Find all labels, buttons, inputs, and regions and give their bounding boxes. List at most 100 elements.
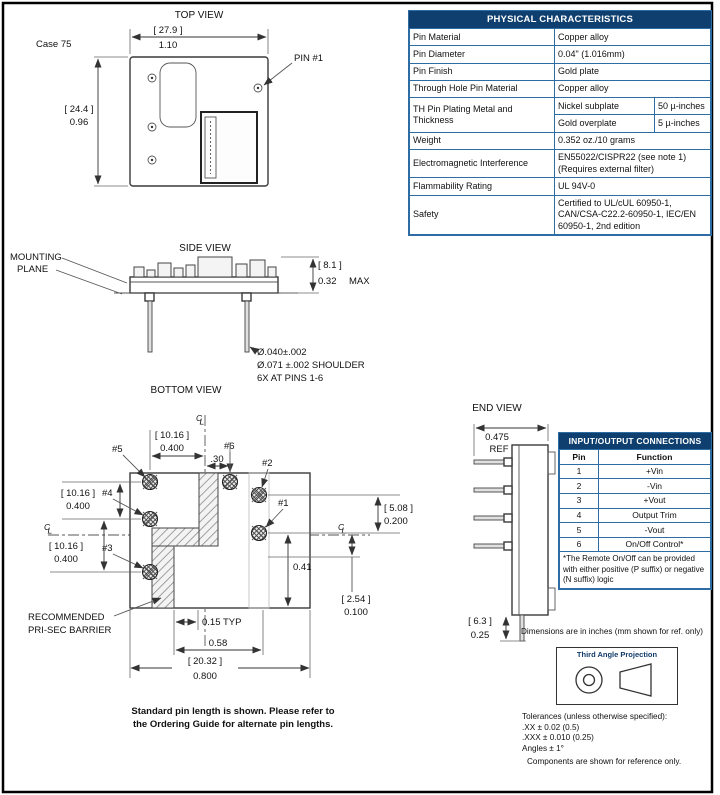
phys-label-weight: Weight xyxy=(409,131,555,150)
tolerances-block: Tolerances (unless otherwise specified):… xyxy=(522,712,667,755)
pin-length-note: Standard pin length is shown. Please ref… xyxy=(88,706,378,732)
top-view-height-in: 0.96 xyxy=(70,117,89,128)
physical-table-title: PHYSICAL CHARACTERISTICS xyxy=(409,11,711,28)
side-view-pins xyxy=(144,292,252,353)
io-pin-2: 2 xyxy=(559,478,599,494)
phys-label-th-pin-material: Through Hole Pin Material xyxy=(409,79,555,99)
pin-length-note-line1: Standard pin length is shown. Please ref… xyxy=(131,706,335,717)
top-view-component xyxy=(200,111,258,184)
table-row: 3+Vout xyxy=(559,492,711,509)
table-row: Gold overplate 5 µ-inches xyxy=(555,114,710,132)
tolerances-title: Tolerances (unless otherwise specified): xyxy=(522,712,668,721)
side-view-board xyxy=(129,276,279,294)
table-header-row: Pin Function xyxy=(559,449,711,465)
plating-metal-1: Nickel subplate xyxy=(555,98,655,116)
third-angle-projection-box: Third Angle Projection xyxy=(556,647,678,705)
table-row: Pin Material Copper alloy xyxy=(409,27,711,47)
top-view-cutout xyxy=(159,62,197,128)
table-row: 5-Vout xyxy=(559,522,711,538)
end-view-pins xyxy=(473,457,525,642)
table-row: Nickel subplate 50 µ-inches xyxy=(555,98,710,116)
end-view: END VIEW 0.475 REF [ 6.3 ] 0.25 xyxy=(468,403,556,642)
io-connections-table: INPUT/OUTPUT CONNECTIONS Pin Function 1+… xyxy=(558,432,712,590)
pin1-label-bottom: #1 xyxy=(278,498,289,509)
phys-value-plating: Nickel subplate 50 µ-inches Gold overpla… xyxy=(554,97,711,133)
io-fn-3: +Vout xyxy=(598,492,711,509)
phys-value-emi: EN55022/CISPR22 (see note 1) (Requires e… xyxy=(554,148,711,179)
table-row: 2-Vin xyxy=(559,478,711,494)
io-table-title: INPUT/OUTPUT CONNECTIONS xyxy=(559,433,711,449)
table-row: 1+Vin xyxy=(559,463,711,480)
phys-value-pin-diameter: 0.04" (1.016mm) xyxy=(554,45,711,64)
components-note: Components are shown for reference only. xyxy=(527,757,682,766)
centerline-symbol-top: C L xyxy=(196,413,205,427)
side-view-title: SIDE VIEW xyxy=(179,243,231,254)
pin6-label: #6 xyxy=(224,441,235,452)
io-header-pin: Pin xyxy=(559,449,599,465)
bottom-view-pins xyxy=(141,473,268,581)
plating-thickness-1: 50 µ-inches xyxy=(654,98,710,116)
tolerance-angles: Angles ± 1° xyxy=(522,743,564,753)
dim-0800-mm: [ 20.32 ] xyxy=(188,656,222,667)
phys-label-plating: TH Pin Plating Metal and Thickness xyxy=(409,97,555,133)
centerline-symbol-right: C L xyxy=(338,522,347,536)
side-view-components xyxy=(133,256,277,278)
projection-title: Third Angle Projection xyxy=(576,650,658,659)
side-view: SIDE VIEW MOUNTING PLANE xyxy=(10,243,370,353)
table-row: Through Hole Pin Material Copper alloy xyxy=(409,79,711,99)
io-fn-4: Output Trim xyxy=(598,507,711,524)
svg-text:C: C xyxy=(44,522,51,532)
dim-left2-0400-mm: [ 10.16 ] xyxy=(49,541,83,552)
phys-value-weight: 0.352 oz./10 grams xyxy=(554,131,711,150)
pin-note-line1: Ø.040±.002 xyxy=(257,347,307,358)
dim-015-typ: 0.15 TYP xyxy=(202,617,241,628)
table-row: TH Pin Plating Metal and Thickness Nicke… xyxy=(409,97,711,133)
phys-value-flammability: UL 94V-0 xyxy=(554,177,711,196)
dim-0100-in: 0.100 xyxy=(344,607,368,618)
pin1-label: PIN #1 xyxy=(294,53,323,64)
pin-pad-4 xyxy=(141,510,159,528)
table-row: *The Remote On/Off can be provided with … xyxy=(559,551,711,589)
phys-value-pin-finish: Gold plate xyxy=(554,62,711,81)
io-pin-6: 6 xyxy=(559,536,599,553)
bottom-view: BOTTOM VIEW C L C L C L xyxy=(28,385,413,682)
end-view-bottom-mm: [ 6.3 ] xyxy=(468,616,492,627)
top-view-holes xyxy=(147,73,263,165)
pin-pad-3 xyxy=(141,563,159,581)
dim-041: 0.41 xyxy=(293,562,312,573)
svg-text:L: L xyxy=(342,526,347,536)
mounting-plane-label-1: MOUNTING xyxy=(10,252,62,263)
phys-label-safety: Safety xyxy=(409,194,555,236)
tolerance-xx: .XX ± 0.02 (0.5) xyxy=(522,722,580,732)
plating-thickness-2: 5 µ-inches xyxy=(654,114,710,132)
end-view-ref-val: 0.475 xyxy=(485,432,509,443)
svg-text:C: C xyxy=(196,413,203,423)
io-pin-1: 1 xyxy=(559,463,599,480)
io-fn-6: On/Off Control* xyxy=(598,536,711,553)
bottom-view-title: BOTTOM VIEW xyxy=(151,385,222,396)
dim-030: .30 xyxy=(210,454,223,465)
pri-sec-barrier-hatch xyxy=(151,472,219,609)
io-pin-3: 3 xyxy=(559,492,599,509)
pin-pad-5 xyxy=(141,473,159,491)
io-fn-2: -Vin xyxy=(598,478,711,494)
component-label-strip xyxy=(204,116,217,179)
top-view: TOP VIEW [ 27.9 ] 1.10 Case 75 [ 24.4 ] … xyxy=(36,10,323,187)
tolerance-xxx: .XXX ± 0.010 (0.25) xyxy=(522,733,594,743)
table-row: Pin Diameter 0.04" (1.016mm) xyxy=(409,45,711,64)
phys-value-safety: Certified to UL/cUL 60950-1, CAN/CSA-C22… xyxy=(554,194,711,236)
case-label: Case 75 xyxy=(36,39,71,50)
side-view-max: MAX xyxy=(349,276,370,287)
io-header-function: Function xyxy=(598,449,711,465)
dim-left2-0400-in: 0.400 xyxy=(54,554,78,565)
pin-diameter-note: Ø.040±.002 Ø.071 ±.002 SHOULDER 6X AT PI… xyxy=(249,346,365,384)
dim-left1-0400-in: 0.400 xyxy=(66,501,90,512)
io-footnote: *The Remote On/Off can be provided with … xyxy=(559,551,711,589)
centerline-symbol-left: C L xyxy=(44,522,53,536)
dim-top-0400-in: 0.400 xyxy=(160,443,184,454)
io-fn-1: +Vin xyxy=(598,463,711,480)
pin5-label: #5 xyxy=(112,444,123,455)
dim-left1-0400-mm: [ 10.16 ] xyxy=(61,488,95,499)
